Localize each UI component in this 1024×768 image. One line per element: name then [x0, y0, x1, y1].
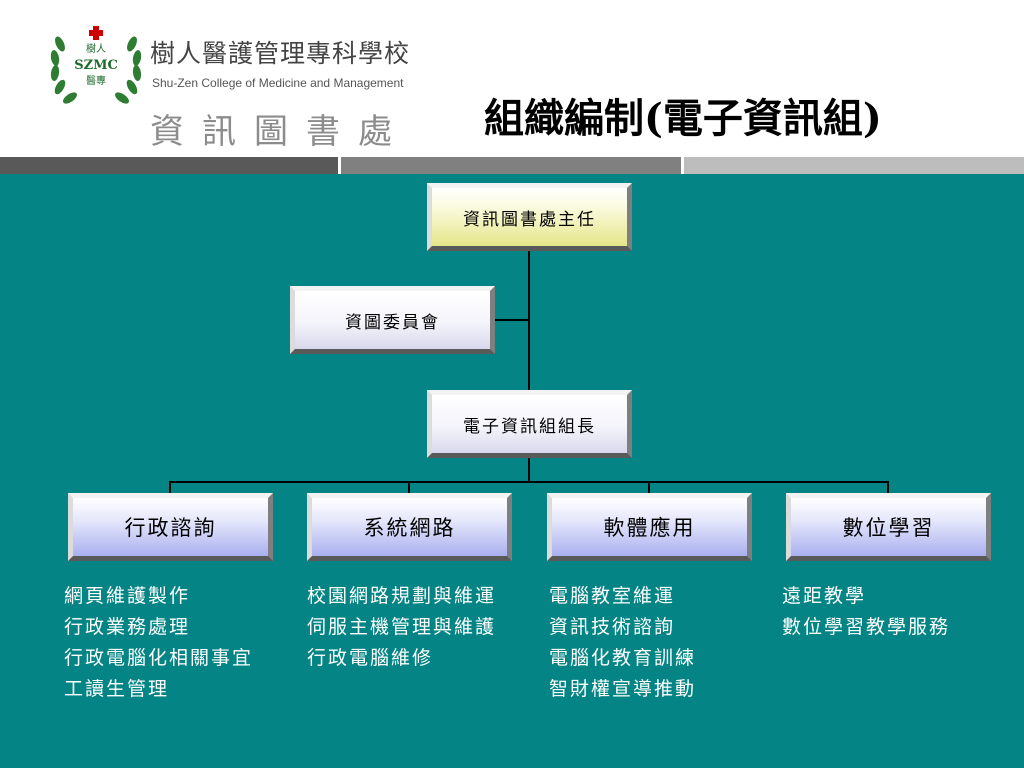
unit-box-digital-learning: 數位學習 — [786, 493, 991, 561]
connector-director-to-leader — [528, 251, 530, 390]
duty-item: 伺服主機管理與維護 — [307, 616, 497, 638]
duties-system-network: 校園網路規劃與維運 伺服主機管理與維護 行政電腦維修 — [307, 581, 496, 674]
duty-item: 電腦教室維運 — [549, 585, 676, 607]
duty-item: 校園網路規劃與維運 — [307, 585, 497, 607]
director-box: 資訊圖書處主任 — [427, 183, 632, 251]
svg-text:醫專: 醫專 — [86, 74, 106, 87]
svg-text:樹人: 樹人 — [86, 42, 106, 55]
duty-item: 網頁維護製作 — [64, 585, 191, 607]
connector-unit-2 — [408, 481, 410, 493]
duties-digital-learning: 遠距教學 數位學習教學服務 — [782, 581, 950, 643]
duty-item: 數位學習教學服務 — [782, 616, 951, 638]
connector-unit-3 — [648, 481, 650, 493]
duties-admin-consulting: 網頁維護製作 行政業務處理 行政電腦化相關事宜 工讀生管理 — [64, 581, 253, 705]
divider-stripe-dark — [0, 157, 338, 174]
svg-text:SZMC: SZMC — [74, 58, 118, 73]
duty-item: 資訊技術諮詢 — [549, 616, 676, 638]
duty-item: 智財權宣導推動 — [549, 678, 697, 700]
org-chart-background — [0, 174, 1024, 768]
connector-unit-4 — [887, 481, 889, 493]
duties-software-application: 電腦教室維運 資訊技術諮詢 電腦化教育訓練 智財權宣導推動 — [549, 581, 696, 705]
duty-item: 行政電腦化相關事宜 — [64, 647, 254, 669]
slide-header: 樹人 SZMC 醫專 樹人醫護管理專科學校 Shu-Zen College of… — [0, 0, 1024, 157]
school-name-cn: 樹人醫護管理專科學校 — [150, 39, 411, 68]
school-name-en: Shu-Zen College of Medicine and Manageme… — [152, 76, 404, 90]
duty-item: 行政電腦維修 — [307, 647, 434, 669]
school-logo: 樹人 SZMC 醫專 — [50, 26, 142, 104]
divider-stripe-light — [684, 157, 1024, 174]
committee-box: 資圖委員會 — [290, 286, 495, 354]
duty-item: 遠距教學 — [782, 585, 867, 607]
duty-item: 電腦化教育訓練 — [549, 647, 697, 669]
connector-leader-to-bus — [528, 458, 530, 482]
slide-title: 組織編制(電子資訊組) — [484, 95, 882, 142]
leader-box: 電子資訊組組長 — [427, 390, 632, 458]
connector-committee — [494, 319, 529, 321]
duty-item: 行政業務處理 — [64, 616, 191, 638]
connector-unit-1 — [169, 481, 171, 493]
unit-box-software-application: 軟體應用 — [547, 493, 752, 561]
connector-bus — [169, 481, 889, 483]
duty-item: 工讀生管理 — [64, 678, 170, 700]
unit-box-admin-consulting: 行政諮詢 — [68, 493, 273, 561]
unit-box-system-network: 系統網路 — [307, 493, 512, 561]
divider-stripe-mid — [341, 157, 681, 174]
department-name: 資訊圖書處 — [150, 112, 410, 152]
